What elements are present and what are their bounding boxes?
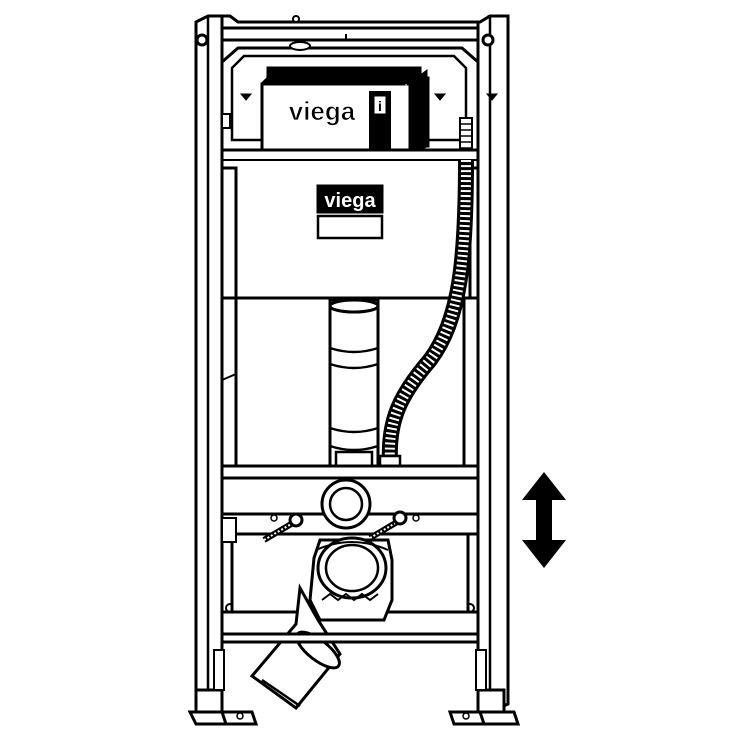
label-plate bbox=[316, 214, 384, 240]
fixing-bolts bbox=[262, 510, 420, 543]
bolt-hole-icon bbox=[481, 33, 495, 47]
top-crossbar bbox=[208, 14, 491, 42]
brand-logo-top: viega bbox=[289, 96, 356, 126]
brand-logo-cistern: viega bbox=[324, 190, 376, 212]
fixing-bolt-right bbox=[368, 510, 420, 541]
drain-connector-upper bbox=[320, 478, 372, 530]
fixing-bolt-left bbox=[262, 512, 304, 543]
info-glyph: i bbox=[378, 98, 382, 114]
waste-pipe bbox=[249, 583, 342, 711]
bolt-hole-icon bbox=[195, 33, 209, 47]
base-crossbar bbox=[220, 632, 480, 644]
flush-pipe bbox=[328, 298, 380, 474]
actuator-box: i viega bbox=[260, 66, 430, 159]
foot-left bbox=[187, 649, 259, 726]
waste-elbow-connector bbox=[308, 536, 394, 622]
double-headed-vertical-arrow-icon bbox=[522, 472, 566, 568]
adjustable-feet bbox=[187, 649, 521, 726]
cistern-tank: viega bbox=[220, 148, 480, 300]
foot-right bbox=[447, 649, 521, 726]
